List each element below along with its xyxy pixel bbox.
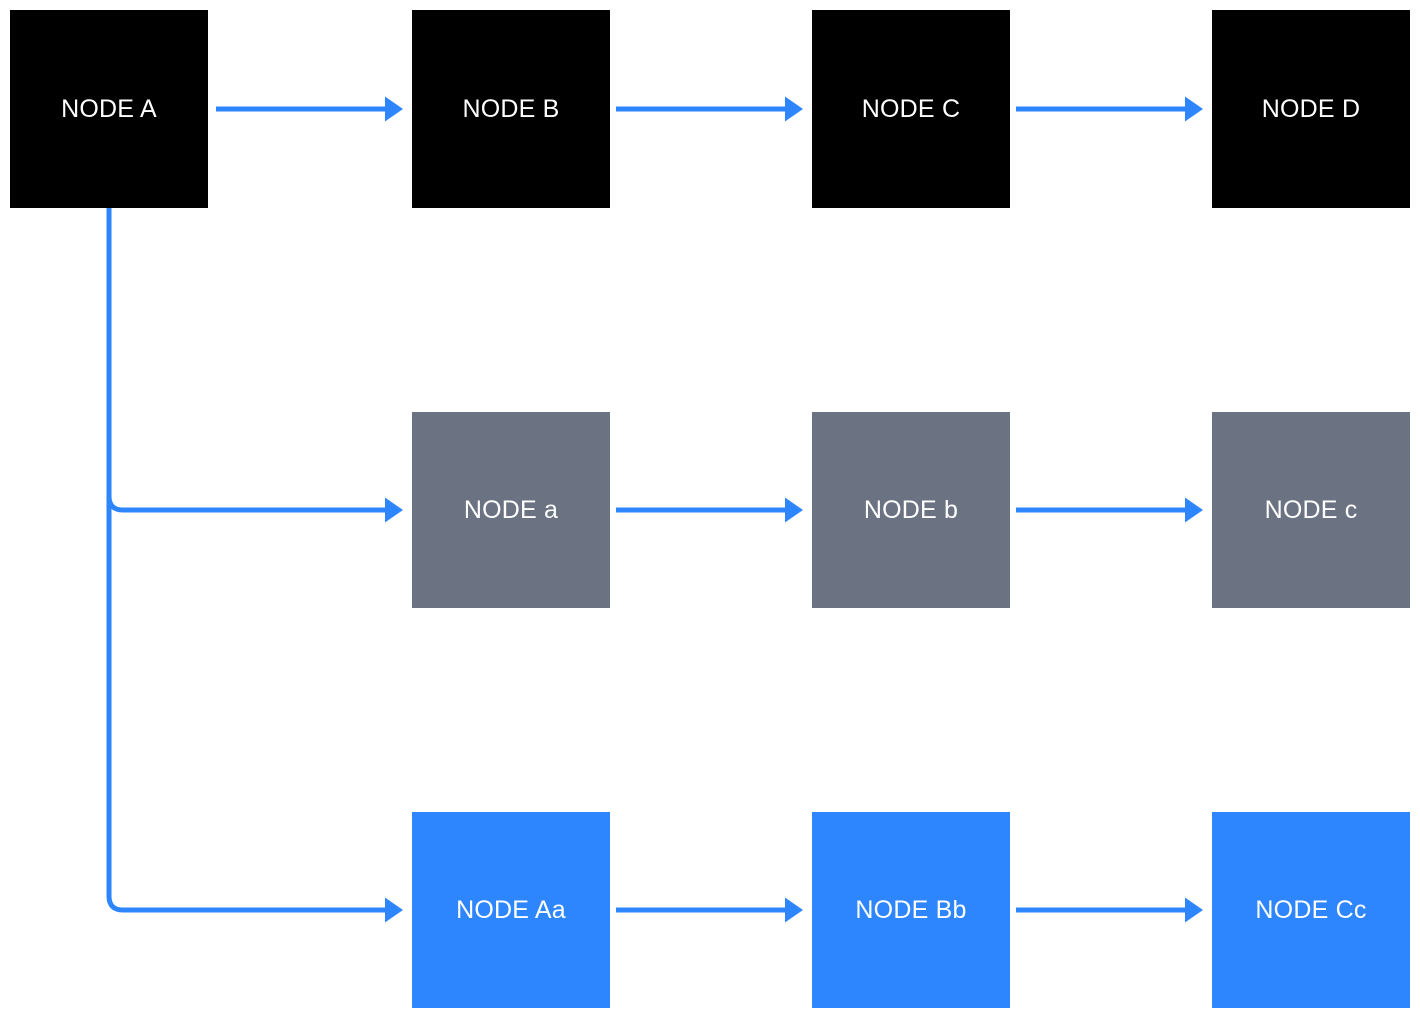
edge-a-lowera [106,208,403,523]
node-bb[interactable]: NODE Bb [812,812,1010,1008]
node-aa[interactable]: NODE Aa [412,812,610,1008]
edges-group [106,96,1203,923]
node-a[interactable]: NODE A [10,10,208,208]
edge-a-aa [106,208,403,923]
node-c[interactable]: NODE C [812,10,1010,208]
node-lower-b[interactable]: NODE b [812,412,1010,608]
node-lower-c[interactable]: NODE c [1212,412,1410,608]
node-cc[interactable]: NODE Cc [1212,812,1410,1008]
node-lower-a[interactable]: NODE a [412,412,610,608]
node-d[interactable]: NODE D [1212,10,1410,208]
node-b[interactable]: NODE B [412,10,610,208]
